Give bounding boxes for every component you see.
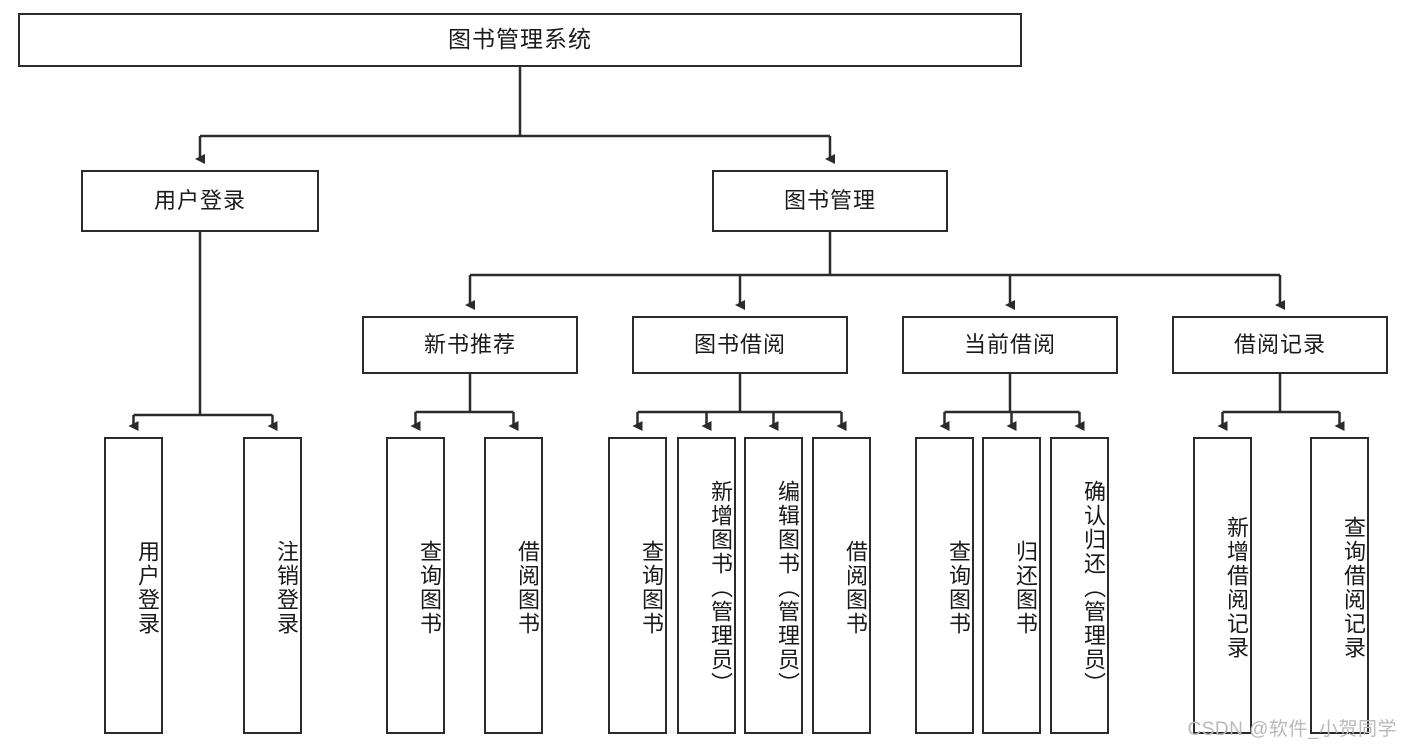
leaf-query-borrow-record[interactable]: 查询借阅记录 [1310, 437, 1369, 734]
node-new-book-recommendation[interactable]: 新书推荐 [362, 316, 578, 374]
leaf-confirm-return-admin[interactable]: 确认归还（管理员） [1050, 437, 1109, 734]
leaf-add-book-admin[interactable]: 新增图书（管理员） [677, 437, 736, 734]
leaf-borrow-books[interactable]: 借阅图书 [812, 437, 871, 734]
node-user-login[interactable]: 用户登录 [81, 170, 319, 232]
node-book-borrowing[interactable]: 图书借阅 [632, 316, 848, 374]
leaf-user-login[interactable]: 用户登录 [104, 437, 163, 734]
leaf-query-books-borrow[interactable]: 查询图书 [608, 437, 667, 734]
leaf-logout[interactable]: 注销登录 [243, 437, 302, 734]
node-root[interactable]: 图书管理系统 [18, 13, 1022, 67]
node-current-borrowing[interactable]: 当前借阅 [902, 316, 1118, 374]
leaf-query-books-current[interactable]: 查询图书 [915, 437, 974, 734]
leaf-query-books-recommend[interactable]: 查询图书 [386, 437, 445, 734]
node-book-management[interactable]: 图书管理 [712, 170, 948, 232]
leaf-borrow-books-recommend[interactable]: 借阅图书 [484, 437, 543, 734]
leaf-return-books[interactable]: 归还图书 [982, 437, 1041, 734]
leaf-add-borrow-record[interactable]: 新增借阅记录 [1193, 437, 1252, 734]
leaf-edit-book-admin[interactable]: 编辑图书（管理员） [744, 437, 803, 734]
node-borrowing-records[interactable]: 借阅记录 [1172, 316, 1388, 374]
